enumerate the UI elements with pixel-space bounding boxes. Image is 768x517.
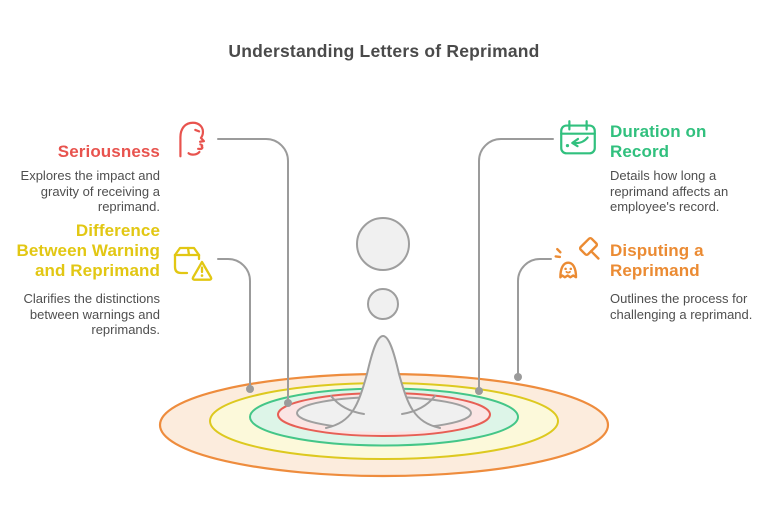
connector-dot-difference <box>246 385 254 393</box>
section-heading-duration: Duration on Record <box>610 122 707 161</box>
gavel-ghost-icon <box>551 234 601 284</box>
section-body-duration: Details how long a reprimand affects an … <box>610 168 729 214</box>
connector-difference <box>217 258 251 390</box>
section-heading-disputing: Disputing a Reprimand <box>610 241 704 280</box>
section-body-seriousness: Explores the impact and gravity of recei… <box>20 168 160 214</box>
droplet-small <box>367 288 399 320</box>
section-body-disputing: Outlines the process for challenging a r… <box>610 291 753 322</box>
connector-disputing <box>517 258 552 378</box>
droplet-large <box>356 217 410 271</box>
splash-column-fill <box>326 336 440 432</box>
section-heading-seriousness: Seriousness <box>57 142 160 161</box>
connector-dot-seriousness <box>284 399 292 407</box>
connector-dots <box>246 373 522 407</box>
splash-column-outline <box>325 334 441 429</box>
section-body-difference: Clarifies the distinctions between warni… <box>23 291 160 337</box>
connector-lines <box>217 138 554 404</box>
splash-curl-right <box>401 395 436 415</box>
water-splash <box>325 217 441 432</box>
page-title: Understanding Letters of Reprimand <box>228 41 540 61</box>
calendar-return-icon <box>555 115 601 161</box>
connector-dot-disputing <box>514 373 522 381</box>
package-warning-icon <box>166 236 214 284</box>
connector-duration <box>478 138 554 392</box>
connector-seriousness <box>217 138 289 404</box>
serious-face-icon <box>167 117 213 163</box>
splash-curl-left <box>330 395 365 415</box>
connector-dot-duration <box>475 387 483 395</box>
section-heading-difference: Difference Between Warning and Reprimand <box>16 221 160 280</box>
